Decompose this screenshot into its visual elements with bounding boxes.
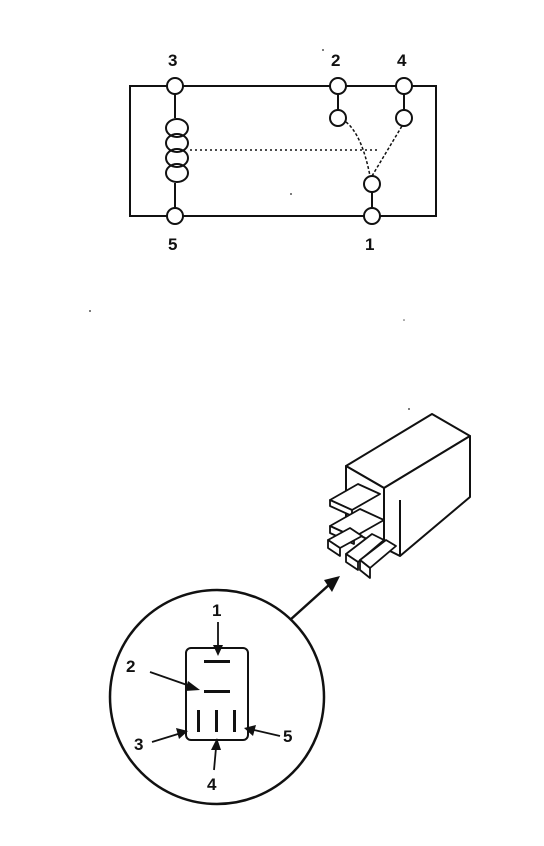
relay-3d-sketch bbox=[327, 413, 471, 579]
terminal-1-circle bbox=[363, 207, 381, 225]
callout-arrows bbox=[149, 622, 281, 771]
scan-specks bbox=[89, 49, 410, 410]
schematic-label-2: 2 bbox=[331, 51, 340, 70]
contact-no bbox=[395, 109, 413, 127]
terminal-5-circle bbox=[166, 207, 184, 225]
pin-slot-4 bbox=[215, 710, 218, 732]
pin-slot-3 bbox=[197, 710, 200, 732]
terminal-4-circle bbox=[395, 77, 413, 95]
pin-slot-2 bbox=[204, 690, 230, 693]
pointer-arrow bbox=[289, 576, 340, 621]
relay-schematic bbox=[129, 77, 437, 225]
schematic-label-5: 5 bbox=[168, 235, 177, 254]
connector-label-3: 3 bbox=[134, 735, 143, 754]
connector-label-1: 1 bbox=[212, 601, 221, 620]
contact-common bbox=[363, 175, 381, 193]
relay-housing-outline bbox=[129, 85, 437, 217]
connector-label-4: 4 bbox=[207, 775, 217, 794]
pin-slot-1 bbox=[204, 660, 230, 663]
connector-label-5: 5 bbox=[283, 727, 292, 746]
contact-nc bbox=[329, 109, 347, 127]
connector-label-2: 2 bbox=[126, 657, 135, 676]
schematic-label-3: 3 bbox=[168, 51, 177, 70]
terminal-3-circle bbox=[166, 77, 184, 95]
terminal-2-circle bbox=[329, 77, 347, 95]
schematic-label-4: 4 bbox=[397, 51, 407, 70]
switch-contacts bbox=[329, 94, 413, 208]
schematic-label-1: 1 bbox=[365, 235, 374, 254]
coil-symbol bbox=[165, 94, 189, 208]
magnified-connector-view bbox=[108, 588, 326, 806]
pin-slot-5 bbox=[233, 710, 236, 732]
relay-pins bbox=[327, 483, 397, 579]
